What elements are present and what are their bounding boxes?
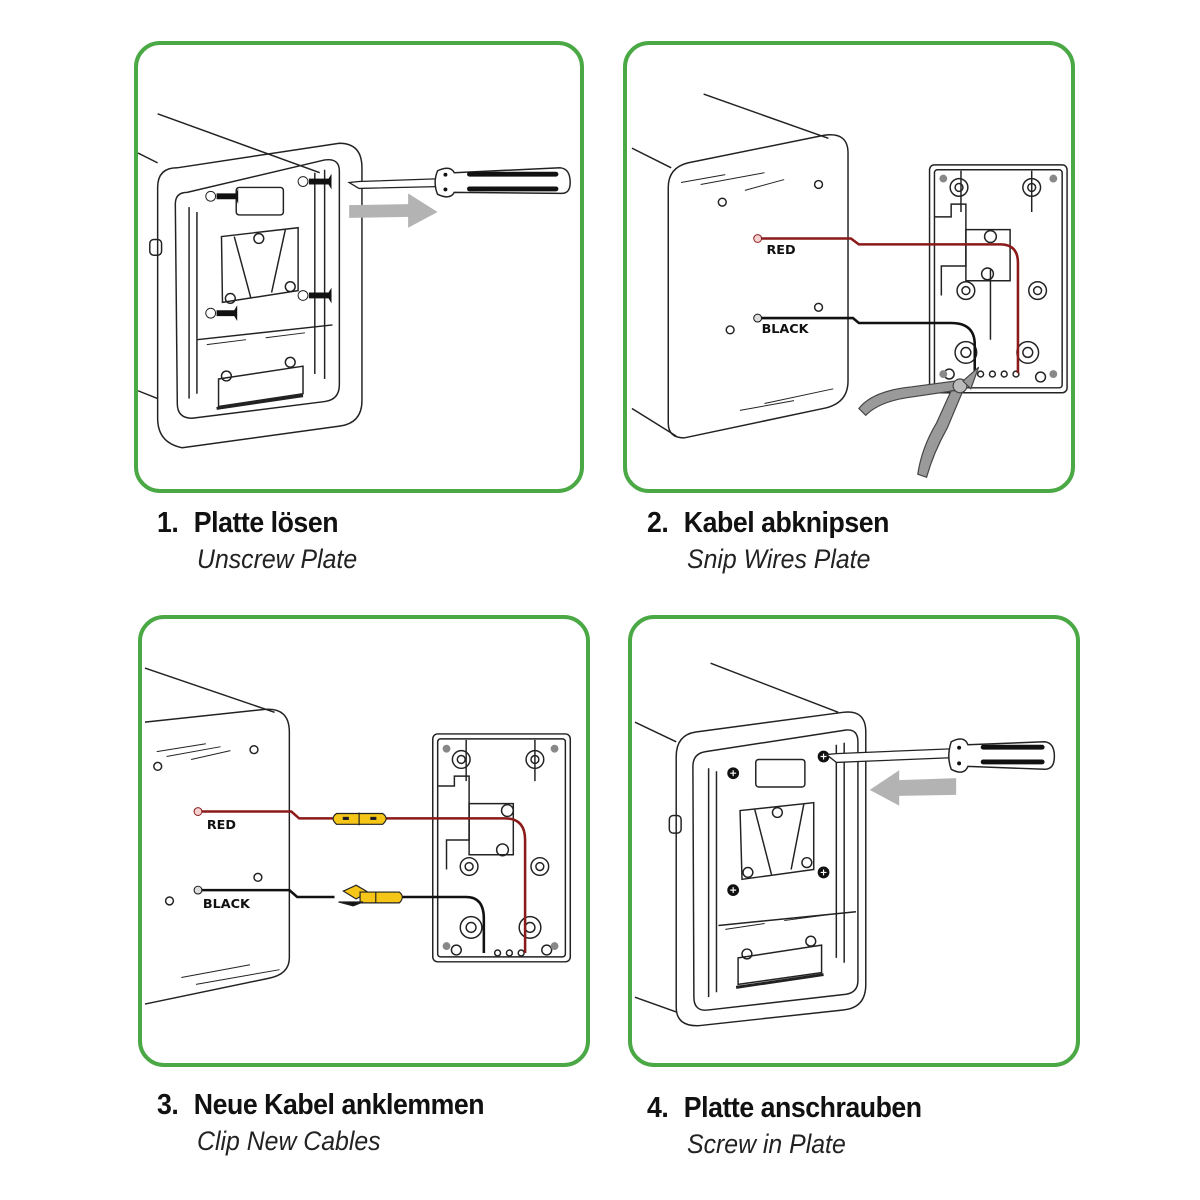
screw-plate-diagram [634, 662, 1056, 1027]
mount-plate-recess [174, 158, 341, 419]
device-rear-panel [667, 134, 849, 439]
step-title-text: Platte anschrauben [683, 1092, 922, 1124]
wire-label-black: BLACK [203, 897, 251, 912]
step-title-text: Neue Kabel anklemmen [193, 1089, 485, 1121]
wire-label-black: BLACK [762, 322, 810, 337]
mount-plate-recess [692, 729, 859, 1011]
red-wire [197, 810, 527, 953]
wire-label-red: RED [766, 243, 795, 258]
screw-icon [205, 305, 238, 322]
step-3-caption: 3. Neue Kabel anklemmen Clip New Cables [157, 1089, 513, 1157]
step-2-illustration: RED BLACK [623, 41, 1075, 493]
device-rear-panel [156, 142, 363, 449]
screw-icon [297, 173, 332, 190]
wire-connector-icon [332, 812, 387, 826]
black-wire [757, 316, 977, 375]
step-number: 1. [157, 507, 179, 539]
screwdriver-icon [824, 738, 1056, 773]
step-title: 3. Neue Kabel anklemmen [157, 1089, 485, 1122]
terminal-plate [928, 164, 1068, 394]
step-2-caption: 2. Kabel abknipsen Snip Wires Plate [647, 507, 910, 575]
screw-icon [297, 287, 332, 304]
step-subtitle: Snip Wires Plate [687, 544, 871, 574]
wire-label-red: RED [207, 818, 236, 833]
wire-connector-icon [338, 884, 403, 907]
black-wire [197, 888, 486, 953]
red-wire [757, 237, 1020, 374]
device-rear-panel [144, 708, 291, 1005]
step-title: 4. Platte anschrauben [647, 1092, 922, 1125]
screwdriver-icon [347, 167, 571, 198]
arrow-right-icon [349, 193, 438, 228]
step-3-illustration: RED BLACK [138, 615, 590, 1067]
unscrew-plate-diagram [138, 113, 571, 449]
screw-icon [205, 188, 239, 205]
step-4-caption: 4. Platte anschrauben Screw in Plate [647, 1092, 946, 1160]
clip-cables-diagram: RED BLACK [144, 667, 572, 1005]
arrow-left-icon [869, 770, 957, 806]
step-title-text: Platte lösen [193, 507, 339, 539]
step-subtitle: Screw in Plate [687, 1129, 846, 1159]
step-title-text: Kabel abknipsen [683, 507, 890, 539]
step-1-caption: 1. Platte lösen Unscrew Plate [157, 507, 371, 575]
snip-wires-diagram: RED BLACK [631, 93, 1068, 478]
step-number: 4. [647, 1092, 669, 1124]
step-subtitle: Clip New Cables [197, 1126, 381, 1156]
step-number: 2. [647, 507, 669, 539]
terminal-plate [432, 733, 572, 963]
step-number: 3. [157, 1089, 179, 1121]
step-1-illustration [134, 41, 584, 493]
step-4-illustration [628, 615, 1080, 1067]
step-subtitle: Unscrew Plate [197, 544, 358, 574]
pliers-icon [858, 366, 980, 478]
device-rear-panel [675, 711, 867, 1027]
step-title: 2. Kabel abknipsen [647, 507, 889, 540]
step-title: 1. Platte lösen [157, 507, 354, 540]
